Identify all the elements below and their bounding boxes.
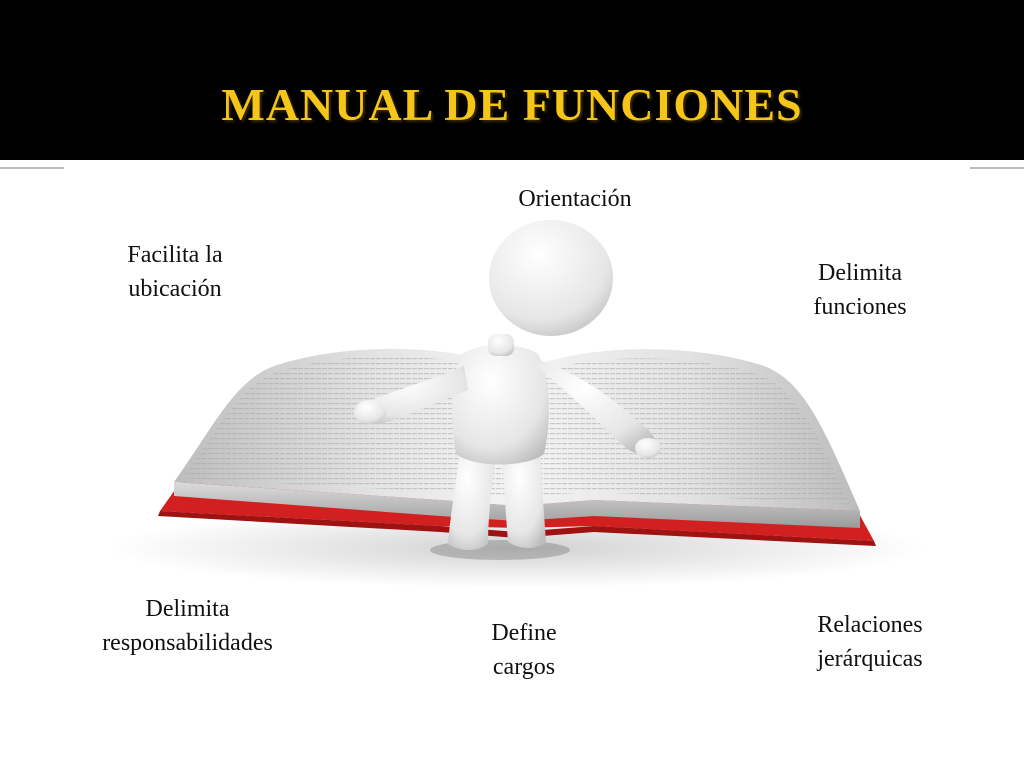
- label-delimita-funciones: Delimita funciones: [813, 260, 907, 320]
- label-facilita-ubicacion: Facilita la ubicación: [127, 242, 223, 302]
- book-figure-icon: [107, 220, 927, 588]
- slide-title: MANUAL DE FUNCIONES: [221, 79, 803, 130]
- label-define-cargos: Define cargos: [491, 620, 557, 680]
- divider-left: [0, 167, 64, 169]
- book-with-figure-illustration: [64, 166, 970, 664]
- slide-header: [0, 0, 1024, 160]
- label-delimita-responsabilidades: Delimita responsabilidades: [102, 596, 273, 656]
- label-orientacion: Orientación: [518, 186, 632, 212]
- divider-right: [970, 167, 1024, 169]
- label-relaciones-jerarquicas: Relaciones jerárquicas: [817, 612, 923, 672]
